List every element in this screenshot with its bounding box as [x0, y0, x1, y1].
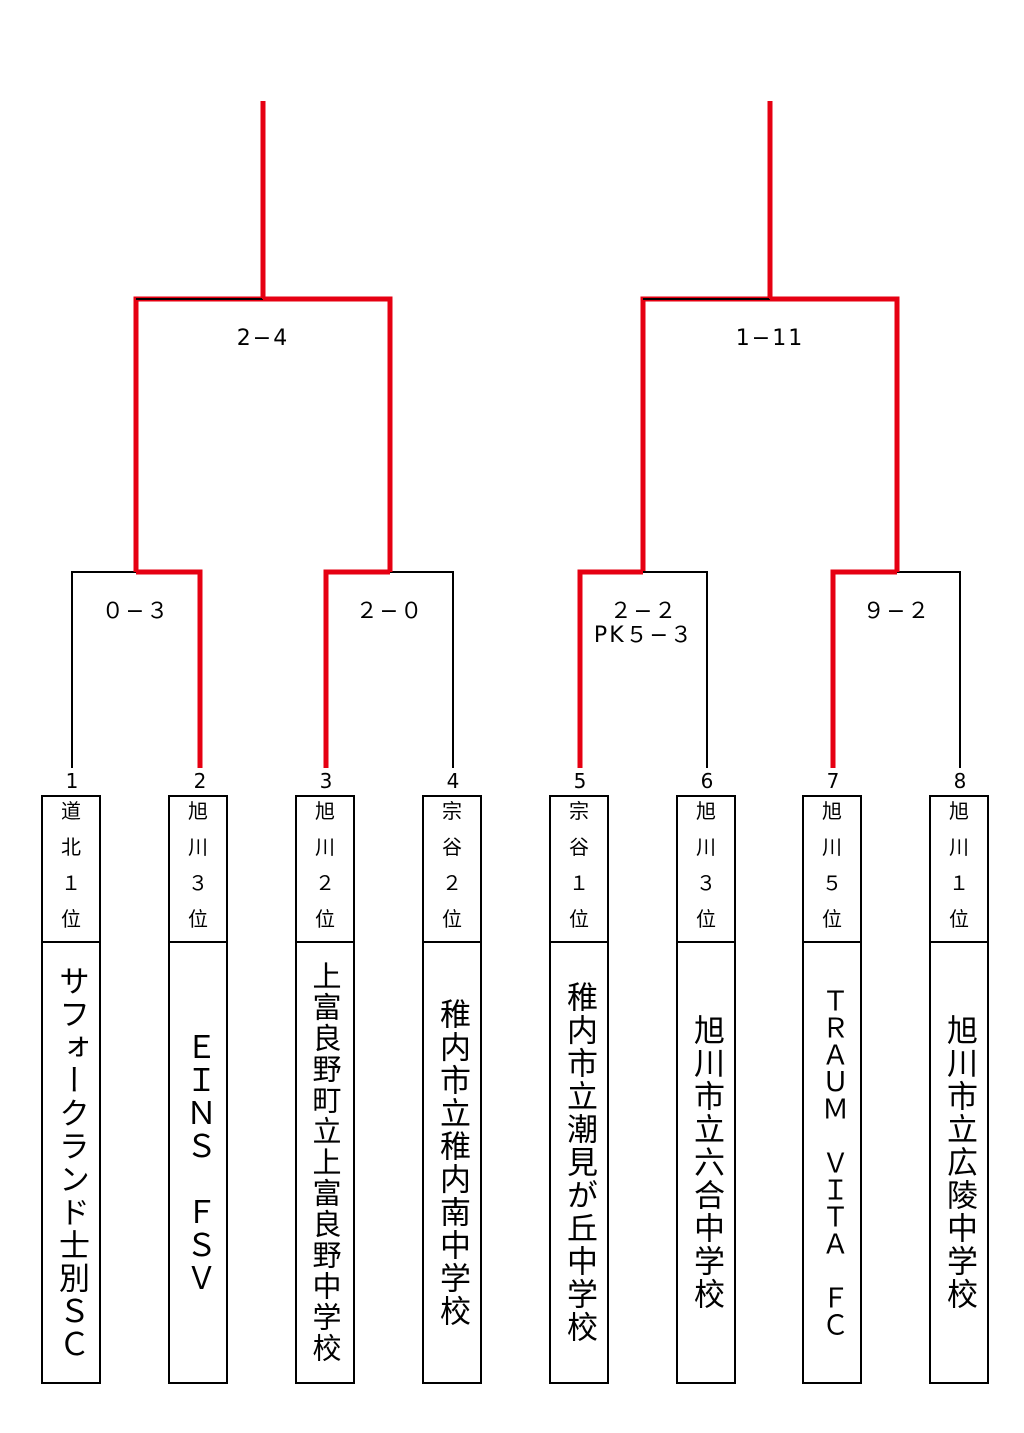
- seed-number: 7: [826, 769, 840, 793]
- team-name: 旭川市立六合中学校: [688, 1014, 724, 1311]
- score-match3: ２−２: [609, 599, 679, 624]
- seed-number: 3: [319, 769, 333, 793]
- seed-number: 1: [65, 769, 79, 793]
- bracket-line-team-1: [71, 571, 136, 768]
- team-name: ＴＲＡＵＭ ＶＩＴＡ ＦＣ: [817, 987, 848, 1338]
- seed-number: 5: [573, 769, 587, 793]
- pk-score-match3: PK５−３: [593, 623, 695, 648]
- seed-number: 6: [700, 769, 714, 793]
- seed-number: 8: [953, 769, 967, 793]
- team-name: 上富良野町立上富良野中学校: [308, 961, 342, 1364]
- bracket-line-m2: [263, 296, 393, 572]
- bracket-line-team-4: [390, 571, 454, 768]
- score-semi1: 2−4: [236, 326, 290, 351]
- team-name: 旭川市立広陵中学校: [941, 1014, 977, 1311]
- score-match4: ９−２: [862, 599, 932, 624]
- bracket-line-team-7-win: [830, 569, 897, 768]
- bracket-line-team-3-win: [323, 569, 390, 768]
- team-name: 稚内市立潮見が丘中学校: [561, 981, 597, 1344]
- bracket-line-team-5-win: [577, 569, 643, 768]
- bracket-line-team-2-win: [136, 569, 203, 768]
- team-name: サフォークランド士別ＳＣ: [53, 964, 89, 1361]
- score-match2: ２−０: [355, 599, 425, 624]
- team-name: ＥＩＮＳ ＦＳＶ: [180, 1030, 216, 1295]
- bracket-line-team-8: [897, 571, 961, 768]
- seed-number: 4: [446, 769, 460, 793]
- score-match1: ０−３: [101, 599, 171, 624]
- bracket-line-m4-win: [770, 296, 900, 572]
- seed-number: 2: [193, 769, 207, 793]
- score-semi2: 1−11: [735, 326, 805, 351]
- team-name: 稚内市立稚内南中学校: [434, 997, 470, 1328]
